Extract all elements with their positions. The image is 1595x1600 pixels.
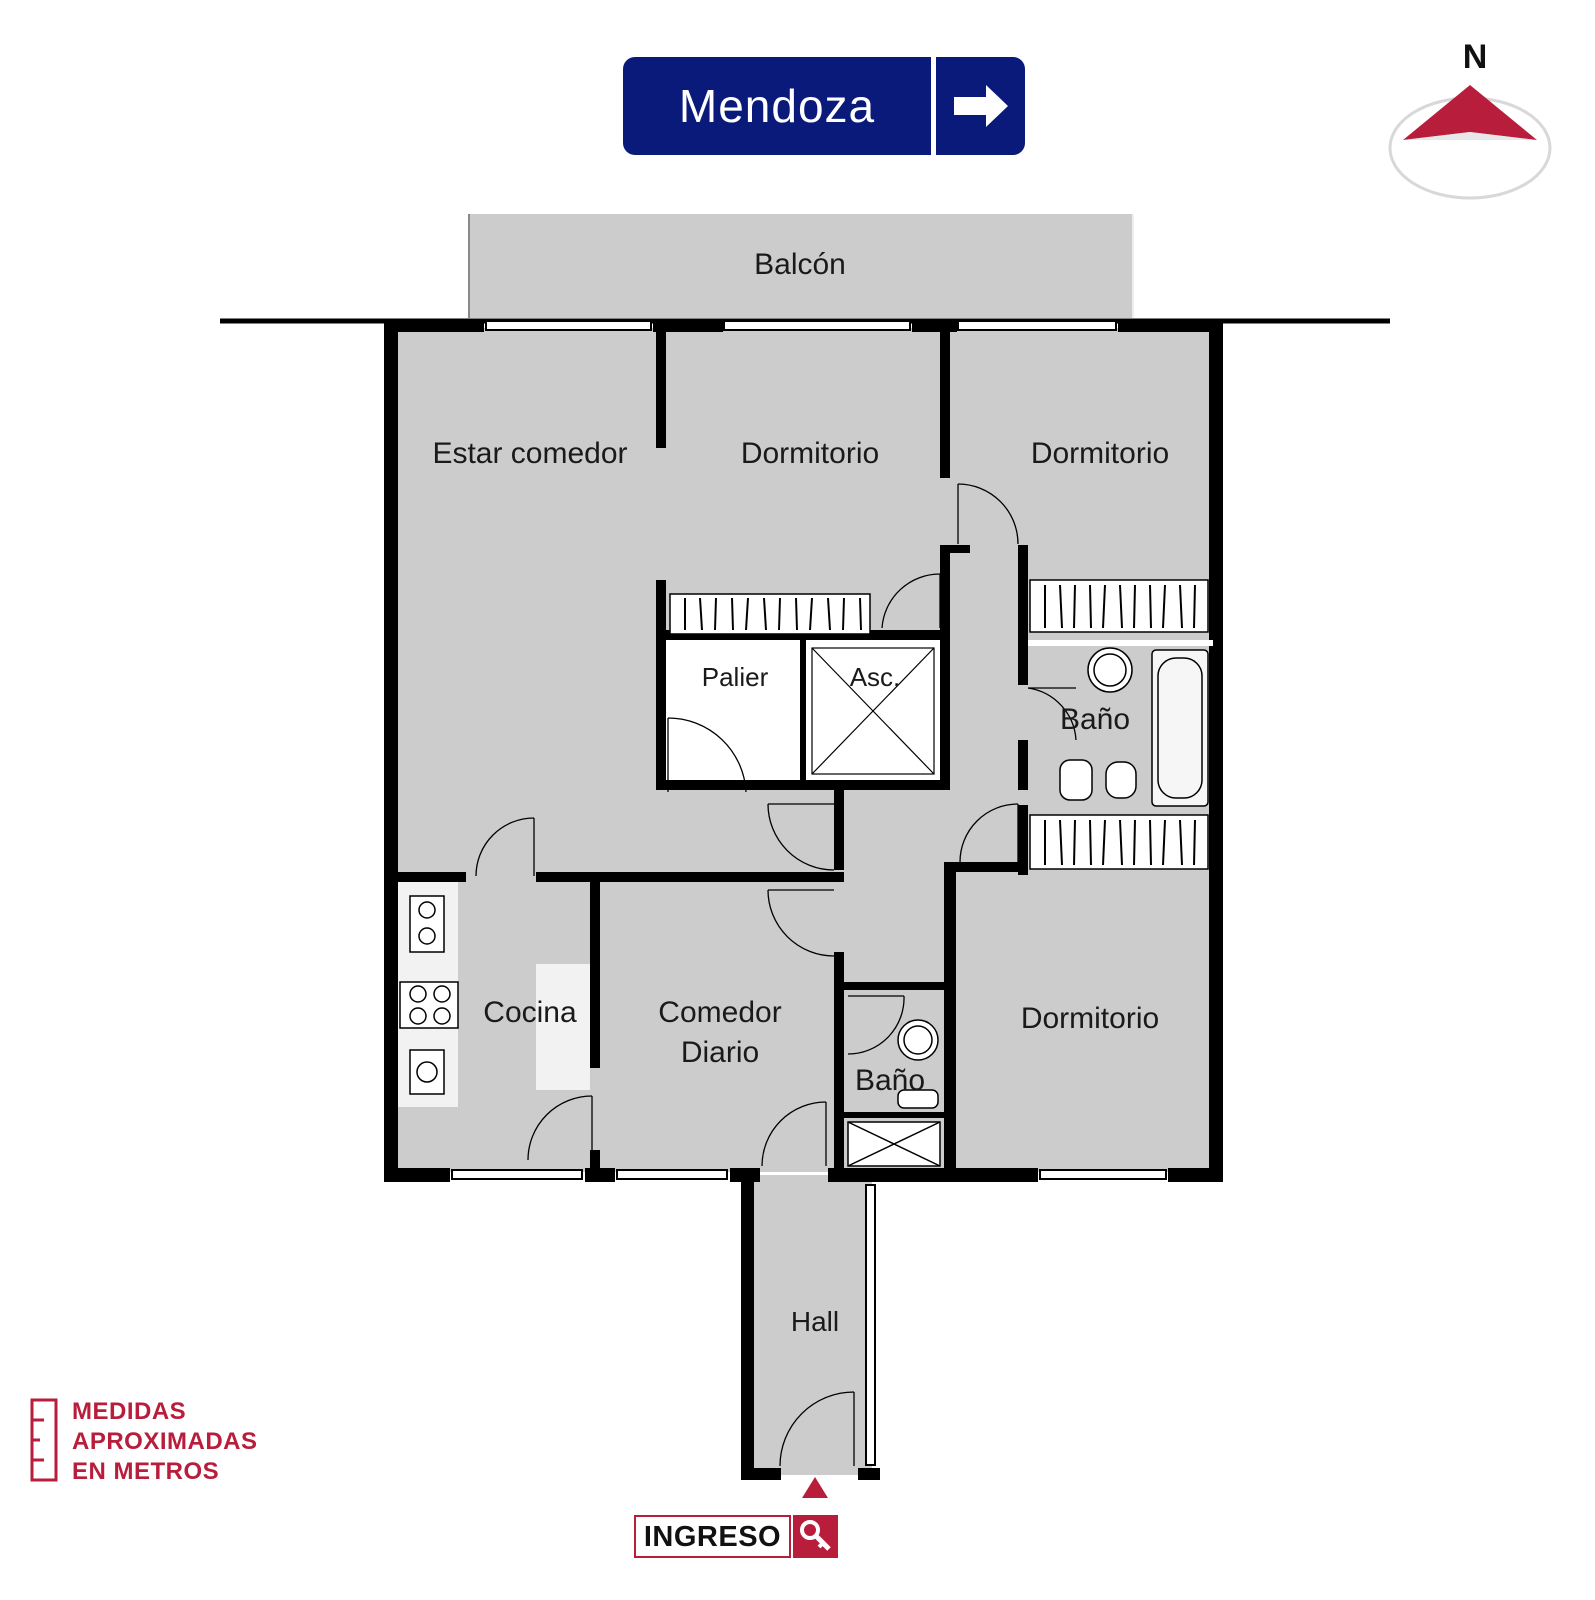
room-label-estar-comedor: Estar comedor [432,437,628,470]
entrance-label: INGRESO [634,1515,791,1558]
street-sign: Mendoza [623,57,1025,155]
room-label-cocina: Cocina [483,996,577,1029]
interior-walls [398,328,1213,1170]
room-label-bano-1: Baño [1059,703,1131,736]
palier-floor [666,640,800,780]
legend-line-1: MEDIDAS [72,1398,187,1425]
ruler-icon [30,1398,58,1482]
triangle-up-icon [802,1477,828,1498]
key-icon [793,1515,838,1558]
windows [451,320,1167,1466]
room-label-dormitorio-2: Dormitorio [1030,437,1170,470]
north-arrow-icon [1388,85,1552,200]
compass-north-label: N [1462,38,1488,76]
room-label-asc: Asc. [849,662,901,692]
bathroom-fixtures [847,647,1209,1167]
hall-floor [752,1175,872,1475]
kitchen-counters [398,882,590,1107]
legend-line-3: EN METROS [72,1458,220,1485]
balcony-area [469,214,1133,318]
legend: MEDIDAS APROXIMADAS EN METROS [72,1397,258,1487]
room-label-bano-2: Baño [854,1064,926,1097]
room-label-palier: Palier [701,662,769,692]
street-sign-divider [931,57,936,155]
room-label-dormitorio-3: Dormitorio [1020,1002,1160,1035]
room-label-dormitorio-1: Dormitorio [740,437,880,470]
door-swings [475,483,1077,1467]
room-label-hall: Hall [790,1306,840,1337]
outer-walls [384,320,1223,1480]
room-label-comedor: Comedor [658,996,782,1029]
street-name: Mendoza [678,80,876,132]
wardrobe-hatching [684,584,1196,866]
elevator-cross [811,647,935,775]
room-label-diario: Diario [680,1036,760,1069]
room-label-balcon: Balcón [754,248,846,281]
wardrobes [669,579,1209,870]
arrow-right-icon [954,85,1008,127]
legend-line-2: APROXIMADAS [72,1428,258,1455]
